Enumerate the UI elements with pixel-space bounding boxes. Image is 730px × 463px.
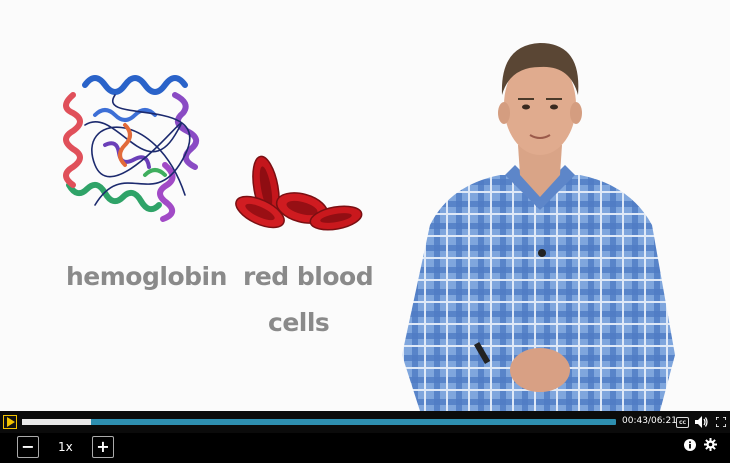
closed-captions-icon: cc bbox=[678, 419, 687, 426]
time-separator: / bbox=[647, 416, 651, 426]
fullscreen-icon[interactable] bbox=[716, 417, 726, 427]
hemoglobin-label: hemoglobin bbox=[66, 262, 227, 291]
video-frame[interactable]: hemoglobin red blood cells bbox=[0, 0, 730, 411]
red-blood-cells-illustration bbox=[235, 155, 363, 231]
hemoglobin-illustration bbox=[63, 75, 200, 222]
playback-speed: 1x bbox=[58, 440, 73, 454]
duration: 06:21 bbox=[650, 416, 677, 426]
progress-bar-row: 00:43/06:21 cc bbox=[0, 411, 730, 433]
played-progress bbox=[22, 419, 91, 425]
gear-icon[interactable] bbox=[704, 438, 717, 451]
closed-captions-button[interactable]: cc bbox=[676, 417, 689, 428]
speed-up-button[interactable]: + bbox=[92, 436, 114, 458]
current-time: 00:43 bbox=[622, 416, 648, 426]
speed-down-button[interactable]: − bbox=[17, 436, 39, 458]
info-icon[interactable] bbox=[684, 439, 696, 451]
play-icon bbox=[7, 417, 15, 427]
cells-label: cells bbox=[268, 308, 330, 337]
presenter-image bbox=[402, 43, 675, 411]
secondary-controls: − 1x + bbox=[0, 433, 730, 463]
red-blood-label: red blood bbox=[243, 262, 374, 291]
seek-bar[interactable] bbox=[22, 419, 616, 425]
time-display: 00:43/06:21 bbox=[622, 416, 677, 426]
play-button[interactable] bbox=[3, 415, 17, 429]
volume-icon[interactable] bbox=[695, 416, 708, 428]
